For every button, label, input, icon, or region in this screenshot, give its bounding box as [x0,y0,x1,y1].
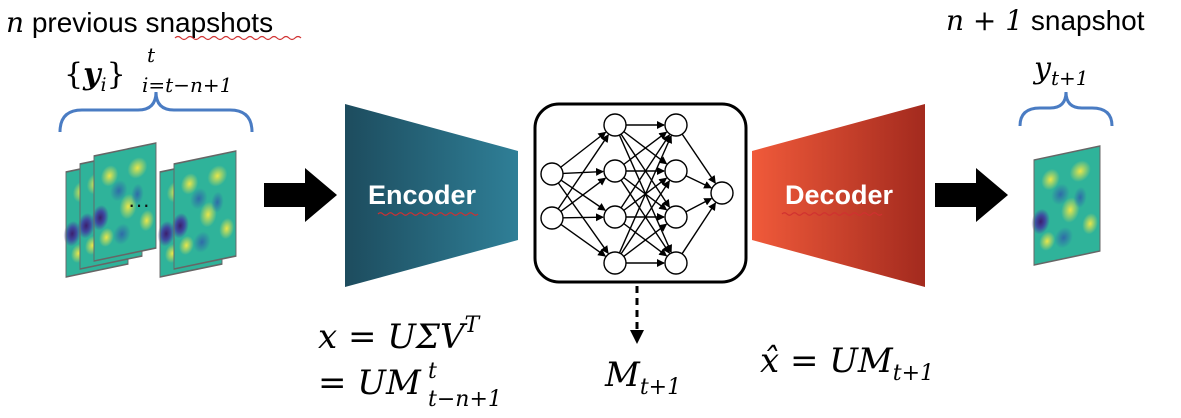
network-node [710,181,734,205]
network-edge [685,197,713,213]
encoder-block [345,104,518,287]
decoder-equation: x̂ = UMt+1 [760,341,934,386]
decoder-label: Decoder [785,180,894,210]
network-node [603,251,627,275]
network-edge [560,131,607,168]
network-output-label: Mt+1 [604,355,681,400]
network-edge [623,131,668,165]
network-node [540,206,564,230]
network-edge [618,135,672,254]
decoder-block [752,104,925,287]
spellcheck-squiggle [377,212,479,216]
network-node [603,159,627,183]
encoder-equation-line2: = UM [318,363,422,403]
network-node [664,113,688,137]
decoder-to-output-arrow [935,168,1008,222]
network-node [603,205,627,229]
network-edge [562,213,605,222]
encoder-label: Encoder [368,180,477,210]
encoder-equation-superscript: t [428,359,437,384]
encoder-equation-line1: x = UΣVT [318,313,482,357]
network-connections [557,121,716,267]
input-set-superscript: t [147,43,156,67]
output-snapshot-image [1031,145,1101,266]
network-edge [623,223,668,257]
network-edge [681,133,716,184]
input-to-encoder-arrow [264,168,337,222]
ellipsis: ··· [128,192,150,217]
network-edge [560,177,607,212]
network-edge [620,134,670,209]
network-node [664,205,688,229]
snapshot-image [91,142,157,262]
network-output-arrowhead [630,330,644,344]
network-node [603,113,627,137]
network-edge [560,223,607,257]
network-node [664,159,688,183]
network-node [664,251,688,275]
output-var-label: yt+1 [1032,51,1088,90]
network-edge [685,175,713,189]
network-edge [557,134,609,210]
spellcheck-squiggle [781,212,883,216]
output-brace [1018,91,1114,127]
input-title: n previous snapshots [6,6,273,39]
network-edge [681,202,716,255]
output-title: n + 1 snapshot [946,4,1145,37]
input-snapshot-stack [63,142,237,278]
input-set-label: {yi} [64,57,126,96]
input-brace [58,91,254,133]
network-node [540,162,564,186]
spellcheck-squiggle [174,35,302,41]
encoder-equation-subscript: t−n+1 [428,387,502,412]
network-edge [620,180,670,255]
network-nodes [540,113,734,275]
snapshot-image [171,150,237,270]
